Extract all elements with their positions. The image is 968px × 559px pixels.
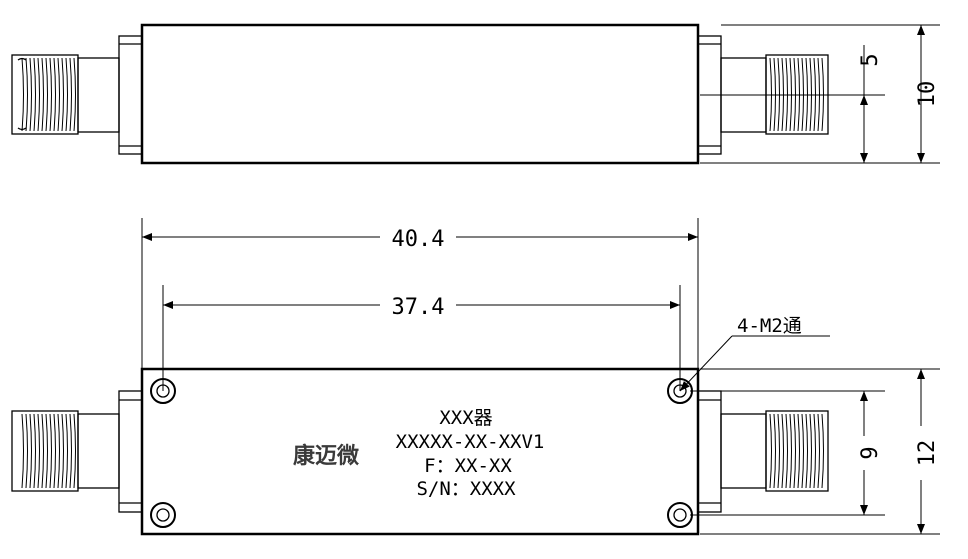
thread-line xyxy=(65,57,68,132)
thread-line xyxy=(57,413,60,489)
label-line-3: F：XX-XX xyxy=(424,455,512,477)
dim-text-37-4: 37.4 xyxy=(392,295,445,320)
thread-line xyxy=(821,413,824,489)
thread-line xyxy=(781,413,784,489)
thread-line xyxy=(65,413,68,489)
dimension-labels: 40.4 37.4 5 10 9 12 4-M2通 xyxy=(380,53,940,480)
thread-line xyxy=(57,57,60,132)
thread-line xyxy=(21,57,24,132)
thread-line xyxy=(61,57,64,132)
hole-leader xyxy=(679,335,733,392)
label-line-1: XXX器 xyxy=(439,407,492,429)
dim-text-40-4: 40.4 xyxy=(392,227,445,252)
thread-line xyxy=(773,413,776,489)
thread-line xyxy=(53,413,56,489)
thread-line xyxy=(73,413,76,489)
product-label: XXX器 XXXXX-XX-XXV1 F：XX-XX S/N：XXXX 康迈微 xyxy=(293,407,544,500)
left-connector-top xyxy=(11,410,120,492)
thread-line xyxy=(69,57,72,132)
hole-callout: 4-M2通 xyxy=(737,315,802,337)
thread-line xyxy=(49,413,52,489)
thread-line xyxy=(777,413,780,489)
thread-line xyxy=(69,413,72,489)
thread-line xyxy=(49,57,52,132)
thread-line xyxy=(817,413,820,489)
thread-line xyxy=(809,413,812,489)
thread-line xyxy=(37,57,40,132)
thread-line xyxy=(33,413,36,489)
thread-line xyxy=(41,57,44,132)
thread-line xyxy=(789,413,792,489)
thread-line xyxy=(73,57,76,132)
thread-line xyxy=(813,413,816,489)
thread-line xyxy=(33,57,36,132)
brand-logo: 康迈微 xyxy=(293,443,359,469)
dim-text-9: 9 xyxy=(858,446,883,459)
left-connector-side xyxy=(11,54,120,135)
thread-line xyxy=(45,413,48,489)
dim-text-12: 12 xyxy=(915,440,940,467)
thread-line xyxy=(801,413,804,489)
thread-line xyxy=(21,413,24,489)
right-connector-top xyxy=(720,410,829,492)
thread-line xyxy=(25,413,28,489)
thread-line xyxy=(797,413,800,489)
thread-line xyxy=(29,413,32,489)
thread-line xyxy=(61,413,64,489)
thread-line xyxy=(37,413,40,489)
label-line-2: XXXXX-XX-XXV1 xyxy=(396,431,545,453)
side-view-body xyxy=(140,23,700,165)
thread-line xyxy=(45,57,48,132)
thread-line xyxy=(805,413,808,489)
thread-line xyxy=(25,57,28,132)
dim-text-5: 5 xyxy=(858,53,883,66)
thread-line xyxy=(769,413,772,489)
top-view xyxy=(11,218,940,536)
thread-line xyxy=(41,413,44,489)
label-line-4: S/N：XXXX xyxy=(416,478,516,500)
side-view xyxy=(11,23,940,165)
mounting-hole xyxy=(667,502,693,528)
dim-text-10: 10 xyxy=(915,81,940,108)
thread-line xyxy=(53,57,56,132)
thread-line xyxy=(29,57,32,132)
thread-line xyxy=(785,413,788,489)
thread-line xyxy=(793,413,796,489)
mounting-hole xyxy=(150,502,176,528)
